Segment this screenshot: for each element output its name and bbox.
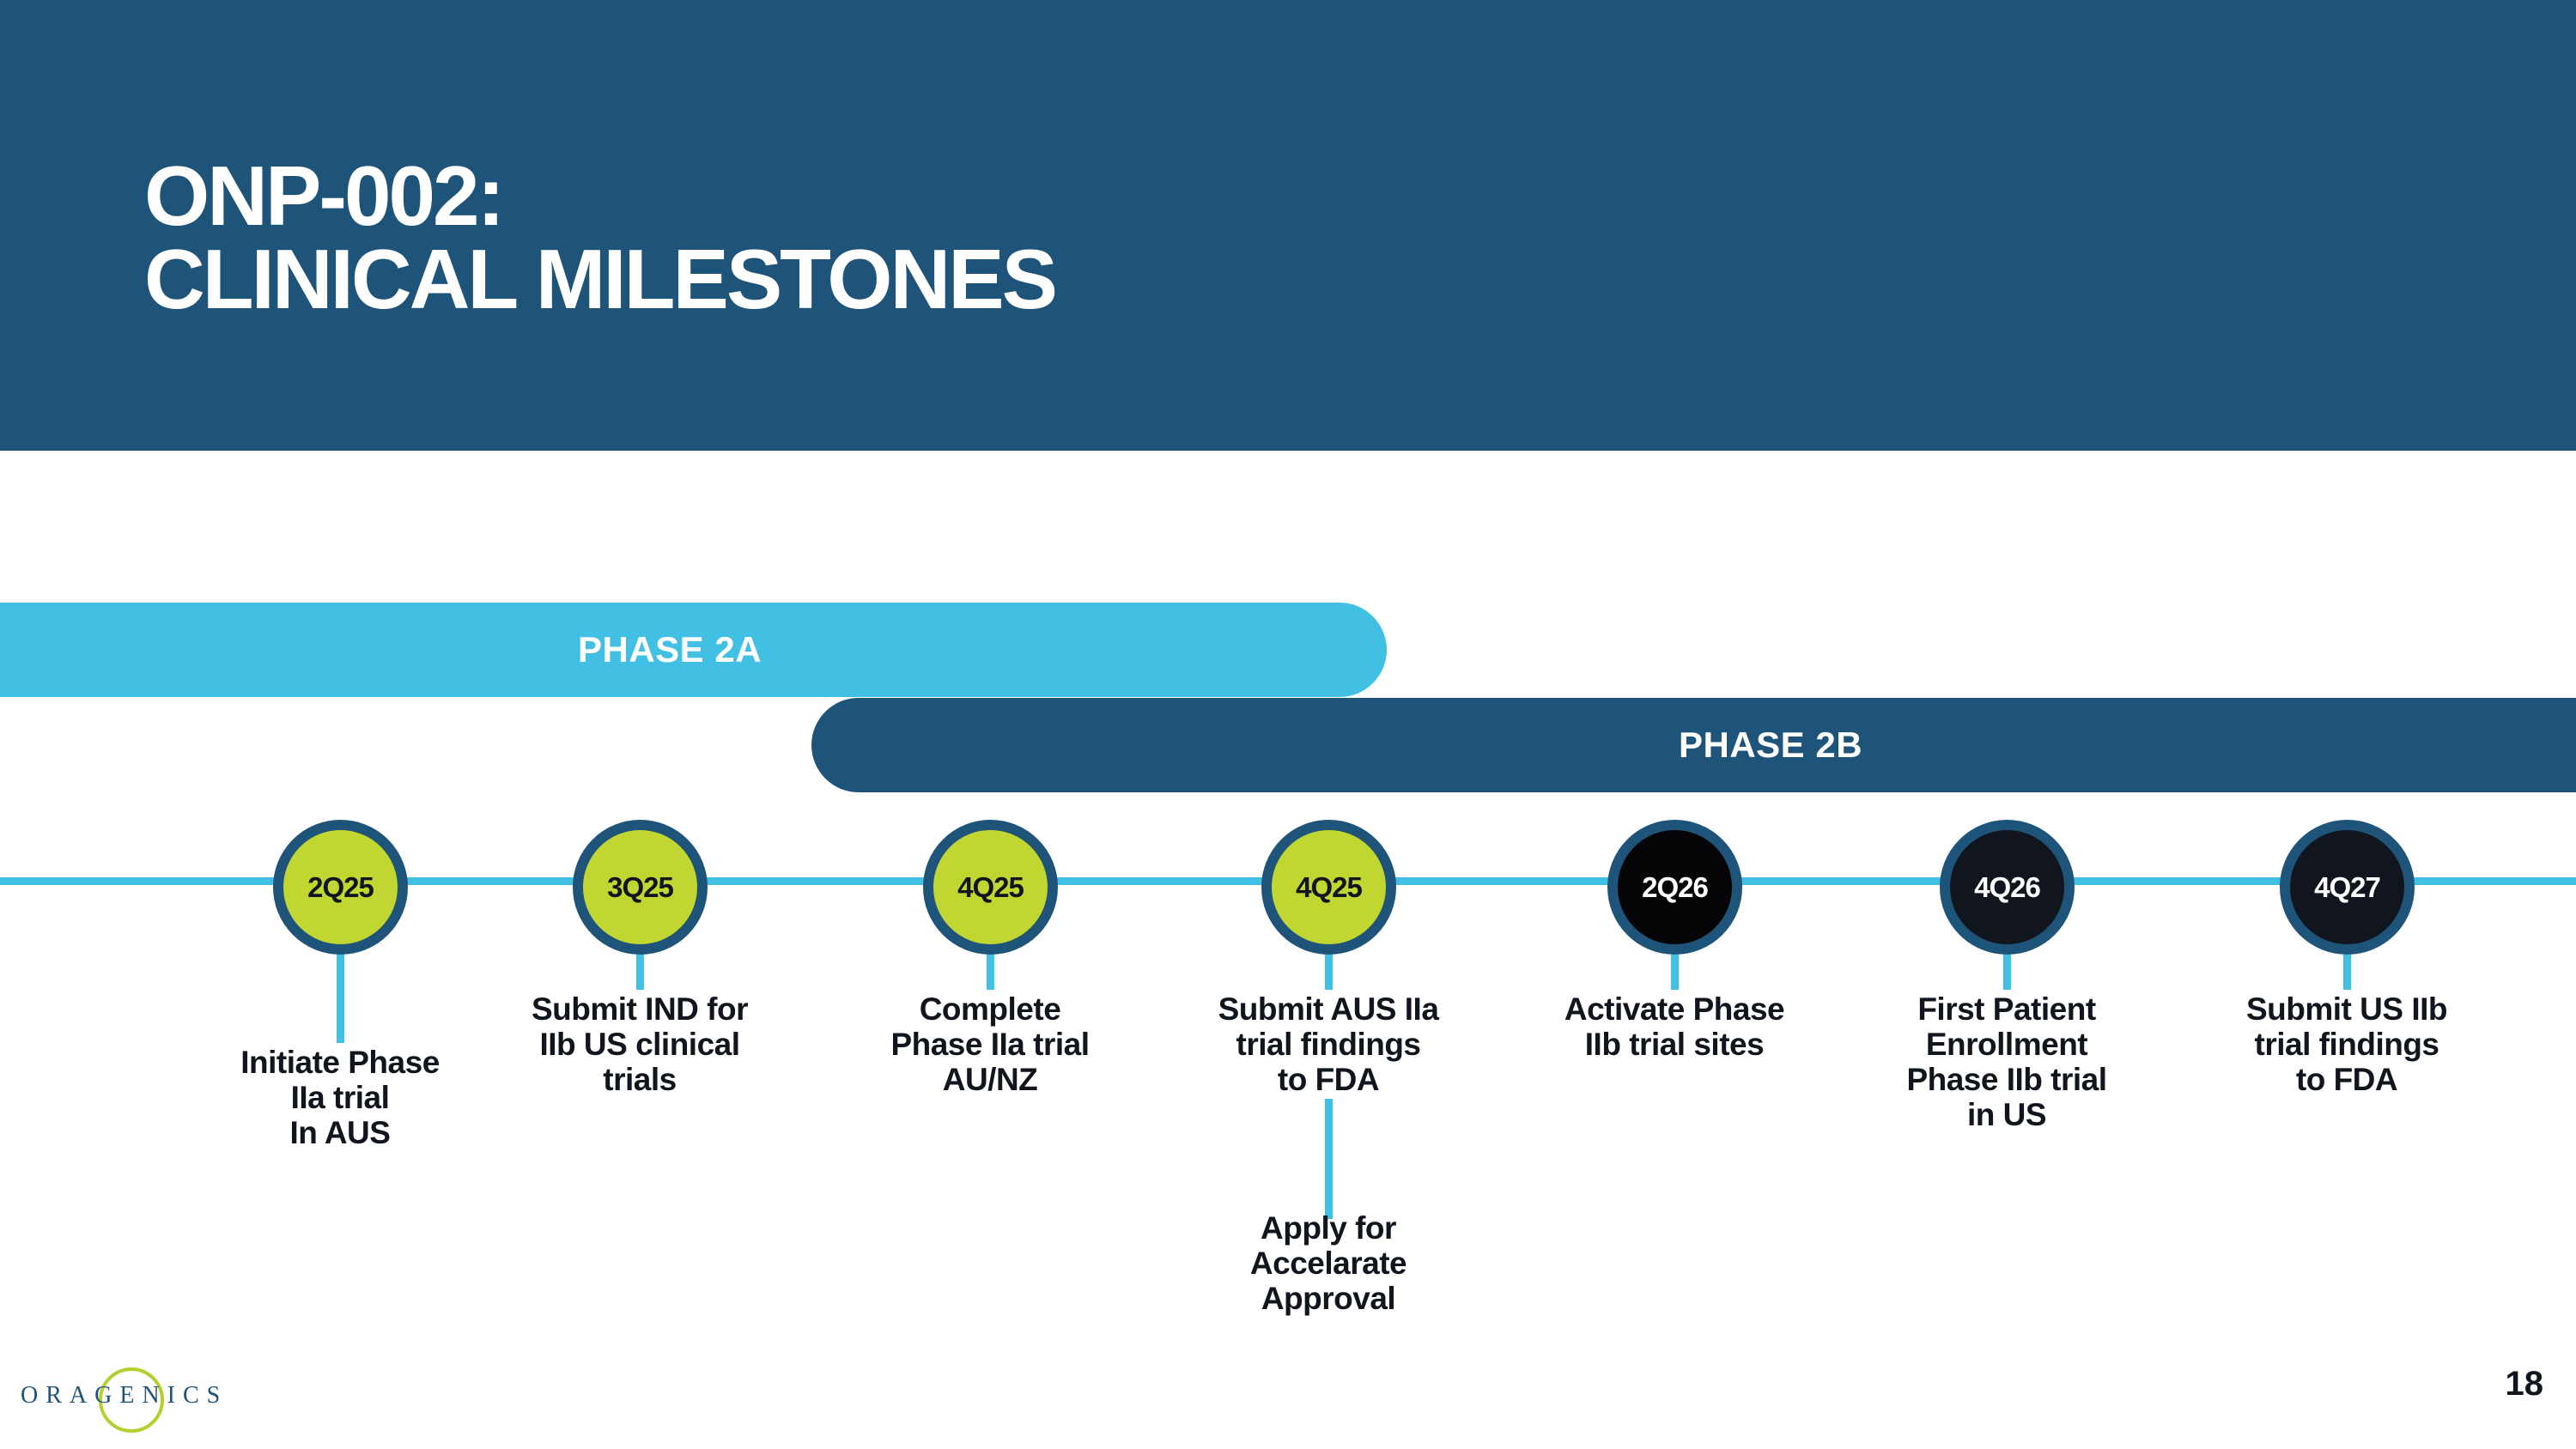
phase-2a-label: PHASE 2A — [577, 629, 762, 670]
desc-line: Submit IND for — [532, 991, 748, 1027]
desc-line: Submit AUS IIa — [1218, 991, 1439, 1027]
logo-wordmark: ORAGENICS — [21, 1382, 228, 1409]
desc-line: Approval — [1261, 1281, 1396, 1316]
milestone-connector — [337, 953, 344, 1043]
milestone-date-badge: 2Q25 — [273, 820, 408, 955]
desc-line: First Patient — [1917, 991, 2096, 1027]
sub-milestone-connector — [1325, 1099, 1333, 1219]
logo-ring-icon — [99, 1367, 164, 1433]
desc-line: IIb trial sites — [1584, 1027, 1765, 1062]
milestone-connector — [636, 953, 644, 990]
milestone-date-badge: 4Q27 — [2280, 820, 2415, 955]
milestone-date-badge: 4Q25 — [923, 820, 1058, 955]
milestone-date-badge: 4Q26 — [1940, 820, 2075, 955]
milestone-description: Submit US IIb trial findings to FDA — [2175, 991, 2518, 1097]
milestone-description: Complete Phase IIa trial AU/NZ — [818, 991, 1162, 1097]
milestone-connector — [1325, 953, 1333, 990]
desc-line: Apply for — [1261, 1210, 1396, 1246]
milestone-date-badge: 2Q26 — [1607, 820, 1742, 955]
header-banner: ONP-002: CLINICAL MILESTONES — [0, 0, 2576, 451]
desc-line: AU/NZ — [942, 1062, 1038, 1097]
desc-line: IIb US clinical — [539, 1027, 740, 1062]
milestone-date-badge: 4Q25 — [1261, 820, 1396, 955]
milestone-connector — [2003, 953, 2011, 990]
milestone-connector — [2343, 953, 2351, 990]
milestone-description: Initiate Phase IIa trial In AUS — [168, 1045, 512, 1150]
desc-line: trial findings — [2254, 1027, 2440, 1062]
desc-line: Enrollment — [1925, 1027, 2088, 1062]
desc-line: in US — [1966, 1097, 2047, 1132]
oragenics-logo: ORAGENICS — [19, 1365, 220, 1434]
desc-line: Activate Phase — [1564, 991, 1785, 1027]
desc-line: trial findings — [1236, 1027, 1422, 1062]
phase-2b-bar: PHASE 2B — [811, 698, 2576, 792]
milestone-description: Activate Phase IIb trial sites — [1503, 991, 1846, 1062]
milestone-description: Submit AUS IIa trial findings to FDA — [1157, 991, 1500, 1097]
desc-line: trials — [603, 1062, 677, 1097]
milestone-connector — [987, 953, 994, 990]
page-title: ONP-002: CLINICAL MILESTONES — [144, 149, 1058, 326]
milestone-description: Submit IND for IIb US clinical trials — [468, 991, 811, 1097]
desc-line: IIa trial — [290, 1080, 390, 1115]
desc-line: Initiate Phase — [240, 1045, 440, 1080]
desc-line: In AUS — [289, 1115, 391, 1150]
title-line-1: ONP-002: — [144, 149, 505, 243]
desc-line: Phase IIa trial — [890, 1027, 1090, 1062]
desc-line: Accelarate — [1249, 1246, 1407, 1281]
milestone-description: First Patient Enrollment Phase IIb trial… — [1835, 991, 2178, 1132]
desc-line: Submit US IIb — [2246, 991, 2448, 1027]
desc-line: Phase IIb trial — [1906, 1062, 2107, 1097]
desc-line: Complete — [919, 991, 1061, 1027]
phase-2a-bar: PHASE 2A — [0, 603, 1387, 697]
sub-milestone-description: Apply for Accelarate Approval — [1157, 1210, 1500, 1316]
desc-line: to FDA — [2295, 1062, 2398, 1097]
milestone-connector — [1671, 953, 1679, 990]
milestone-date-badge: 3Q25 — [573, 820, 708, 955]
title-line-2: CLINICAL MILESTONES — [144, 232, 1058, 326]
desc-line: to FDA — [1277, 1062, 1380, 1097]
page-number: 18 — [2505, 1365, 2544, 1403]
phase-2b-label: PHASE 2B — [1678, 724, 1863, 765]
